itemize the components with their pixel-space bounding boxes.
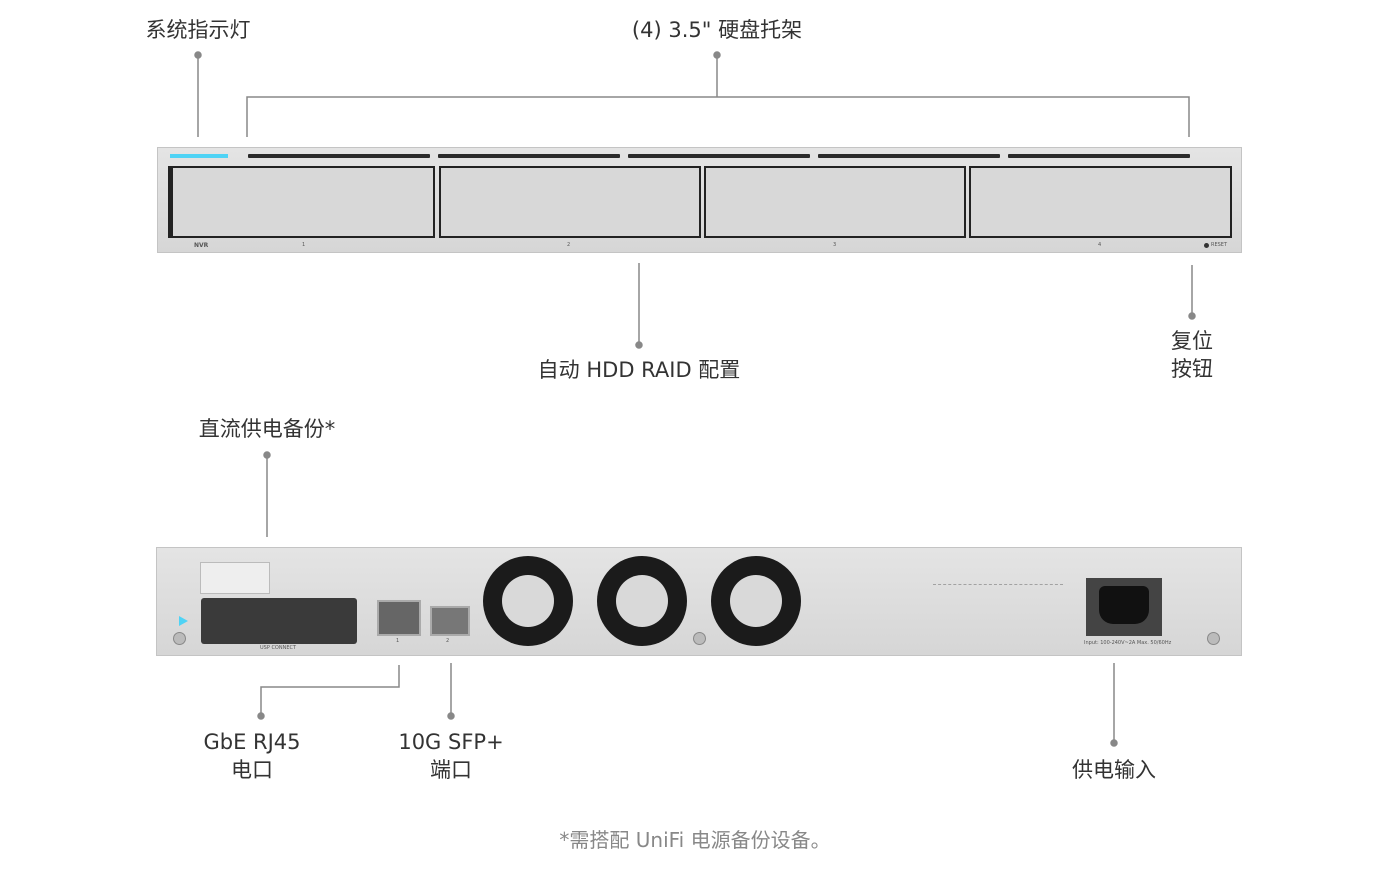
power-input-label: 供电输入: [1072, 758, 1156, 782]
footnote: *需搭配 UniFi 电源备份设备。: [559, 828, 831, 852]
bay-slot: [818, 154, 1000, 158]
sfp-label: 10G SFP+ 端口: [398, 728, 503, 784]
raid-label: 自动 HDD RAID 配置: [537, 358, 741, 382]
ground-screw-icon: [173, 632, 186, 645]
power-inlet[interactable]: [1086, 578, 1162, 636]
bay-number: 4: [1098, 242, 1102, 248]
dc-backup-label: 直流供电备份*: [198, 417, 336, 441]
power-rating: Input: 100-240V~2A Max. 50/60Hz: [1084, 640, 1172, 646]
bay-slot: [438, 154, 620, 158]
system-led: [170, 154, 228, 158]
drive-bay-4[interactable]: [969, 166, 1232, 238]
port-number: 2: [446, 638, 450, 644]
fan: [483, 556, 573, 646]
bay-number: 1: [302, 242, 306, 248]
usp-connect-port[interactable]: [201, 598, 357, 644]
drive-bays-label: (4) 3.5" 硬盘托架: [631, 18, 803, 42]
front-panel: NVR 1 2 3 4 RESET: [157, 147, 1242, 253]
iec-socket-icon: [1099, 586, 1149, 624]
system-led-label: 系统指示灯: [145, 18, 251, 42]
reset-label: 复位按钮: [1171, 327, 1213, 383]
usp-connect-label: USP CONNECT: [260, 645, 297, 651]
rj45-port[interactable]: [377, 600, 421, 636]
reset-label-line2: 按钮: [1171, 357, 1213, 381]
regulatory-marks: [933, 584, 1063, 625]
bay-slot: [628, 154, 810, 158]
bay-number: 2: [567, 242, 571, 248]
bay-slot: [248, 154, 430, 158]
drive-bay-1[interactable]: [168, 166, 435, 238]
reset-button[interactable]: [1204, 243, 1209, 248]
port-number: 1: [396, 638, 400, 644]
fan: [711, 556, 801, 646]
drive-bay-3[interactable]: [704, 166, 966, 238]
fan: [597, 556, 687, 646]
sfp-label-line1: 10G SFP+: [398, 730, 504, 754]
rear-panel: USP CONNECT 1 2 Input: 100-240V~2A Max. …: [156, 547, 1242, 656]
sfp-port[interactable]: [430, 606, 470, 636]
rj45-label-line2: 电口: [231, 758, 273, 782]
rj45-label: GbE RJ45 电口: [203, 728, 300, 784]
bay-number: 3: [833, 242, 837, 248]
model-label: NVR: [194, 242, 209, 249]
ground-screw-icon: [1207, 632, 1220, 645]
ground-screw-icon: [693, 632, 706, 645]
reset-label-line1: 复位: [1171, 329, 1213, 353]
qr-label: [200, 562, 270, 594]
drive-bay-2[interactable]: [439, 166, 701, 238]
bay-slot: [1008, 154, 1190, 158]
sfp-label-line2: 端口: [430, 758, 472, 782]
usp-led-icon: [179, 616, 188, 626]
rj45-label-line1: GbE RJ45: [203, 730, 301, 754]
reset-text: RESET: [1211, 242, 1228, 248]
